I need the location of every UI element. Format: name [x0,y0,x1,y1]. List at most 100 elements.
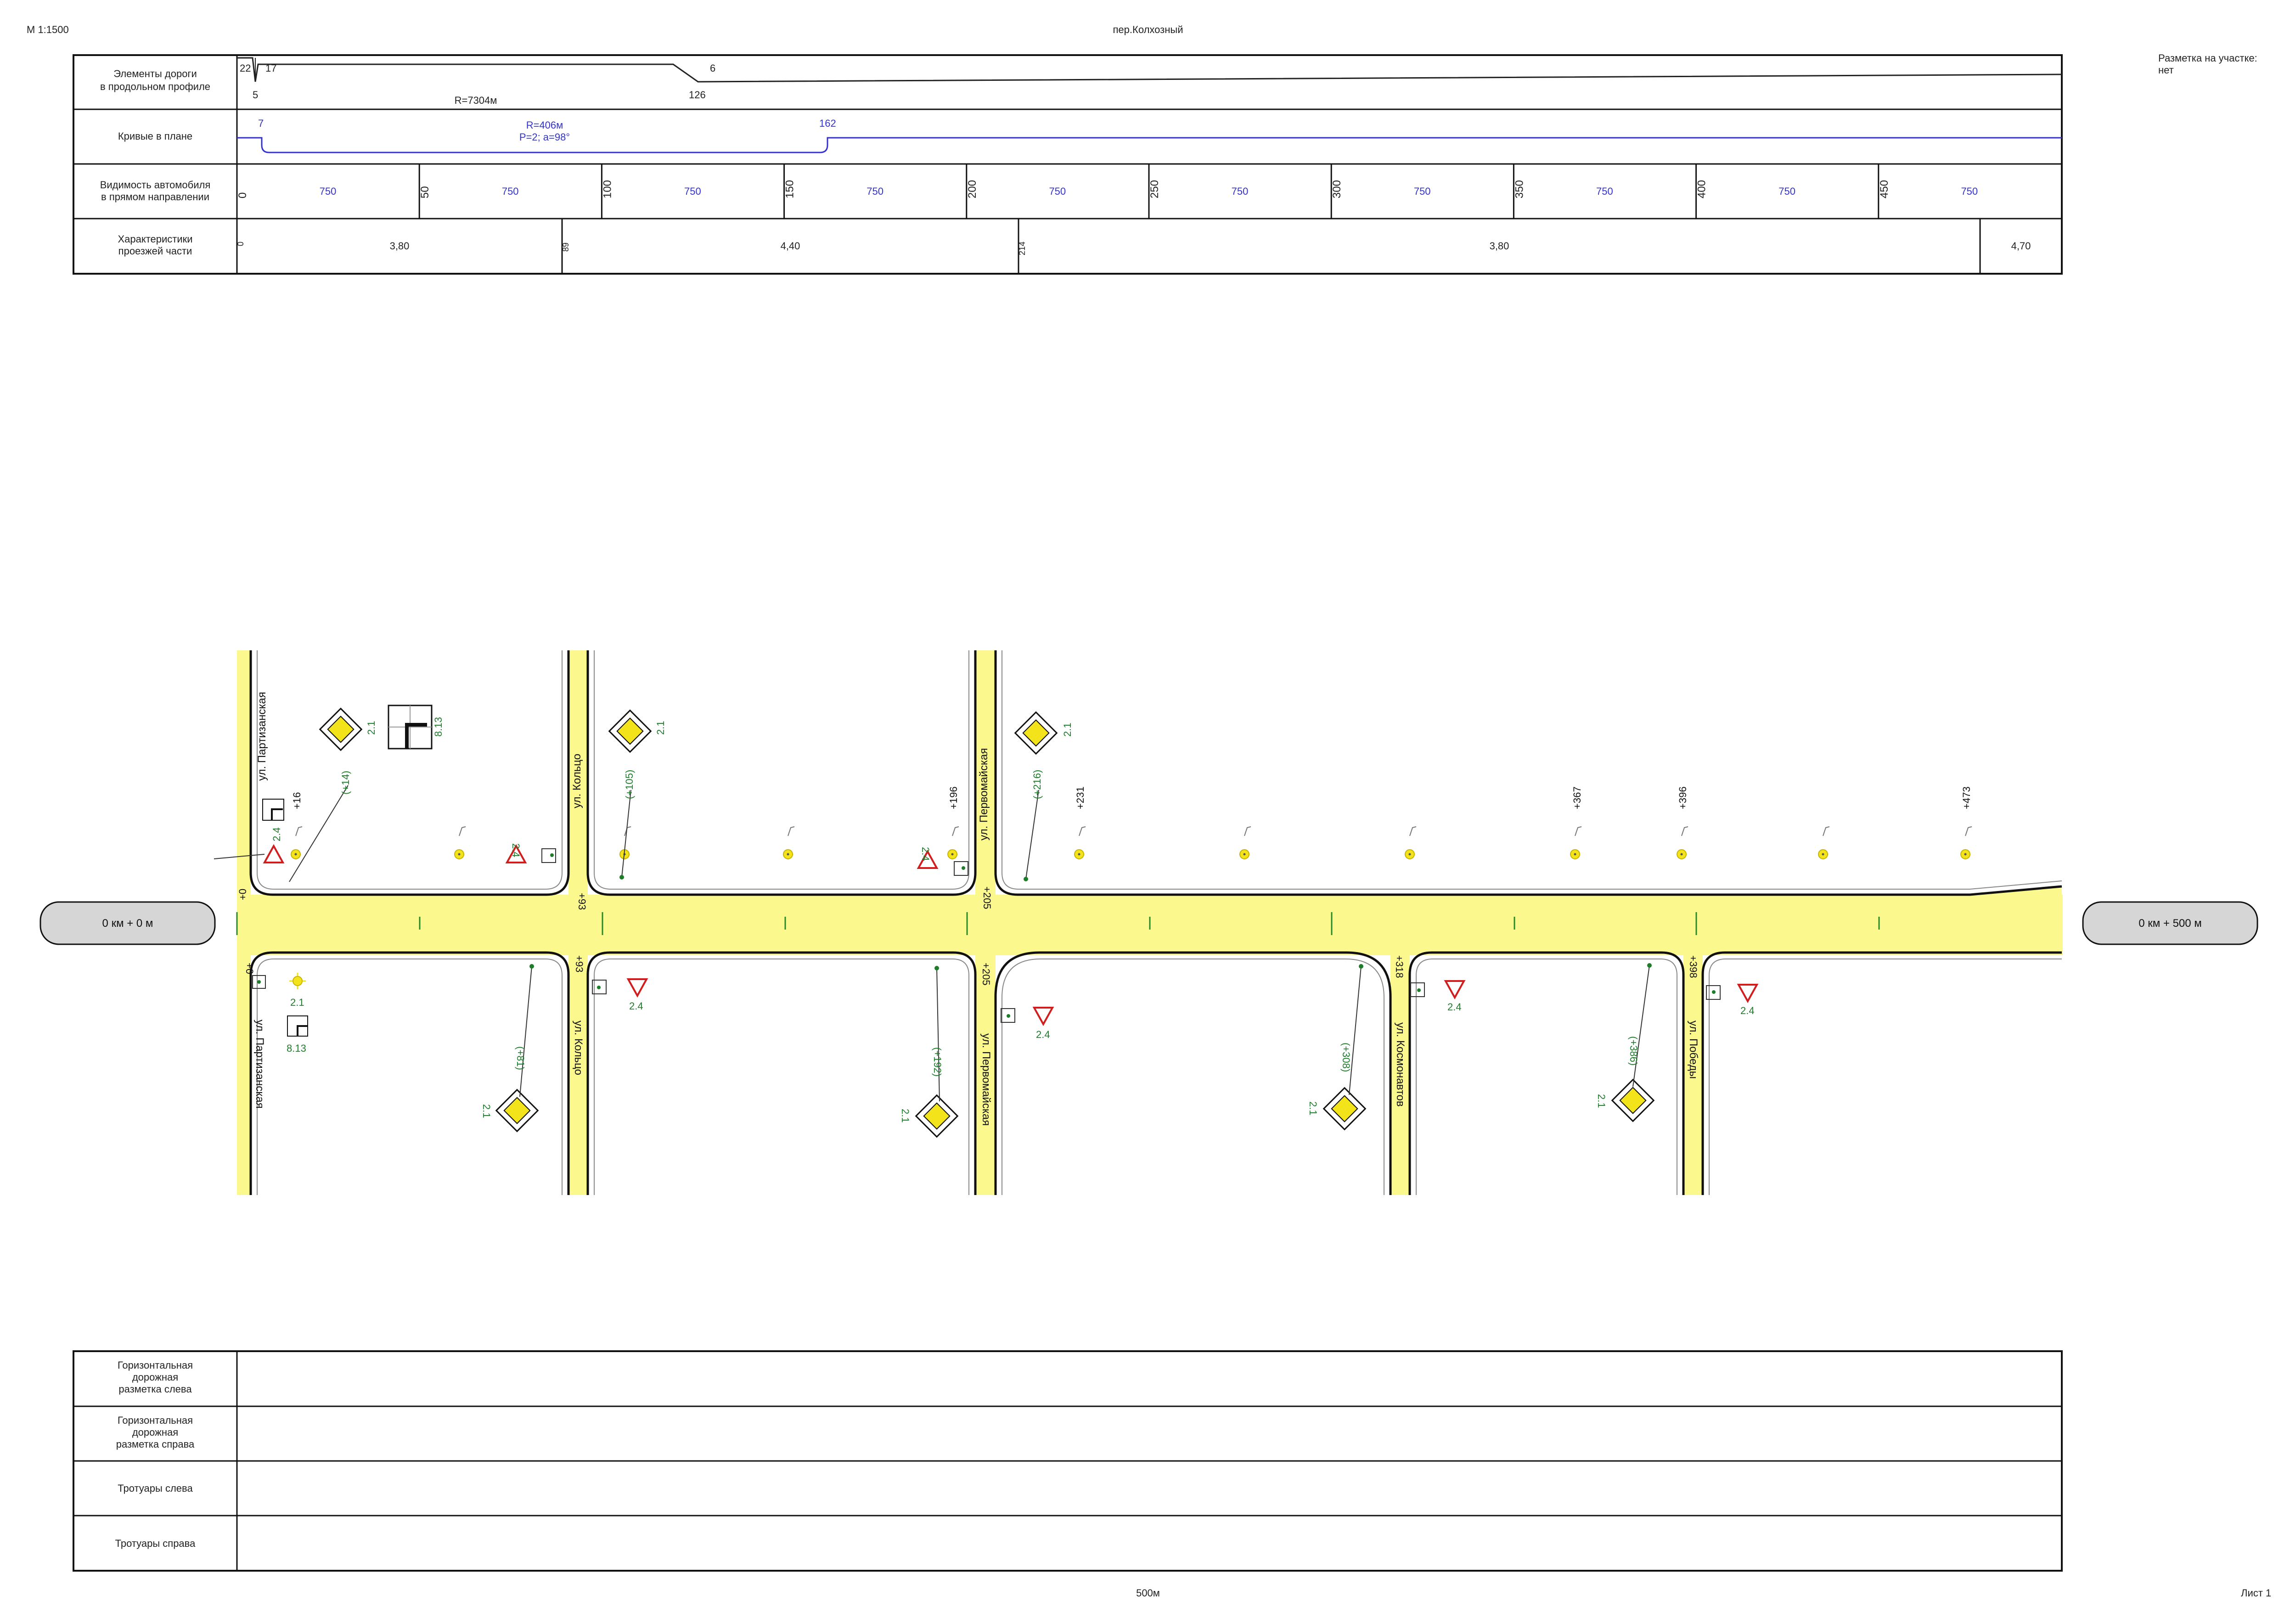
street-koltso-top: ул. Кольцо [571,754,583,808]
picket-396: +396 [1677,786,1688,809]
code-2-4-g: 2.4 [1740,1005,1755,1016]
visibility-value: 750 [1049,186,1066,197]
picket-473: +473 [1961,786,1972,809]
profile-label-1: Элементы дороги [113,68,197,79]
bottom-table [73,1350,2063,1572]
visibility-picket: 50 [419,186,431,198]
curve-end: 162 [819,118,836,129]
marking-value: нет [2158,64,2174,76]
code-2-1-a: 2.1 [366,721,377,735]
carriageway-label-2: проезжей части [118,245,192,257]
picket-367: +367 [1571,786,1583,809]
visibility-row: Видимость автомобиля в прямом направлени… [100,164,1978,219]
sign-ref-192: (+192) [932,1047,943,1077]
light-pole-center [1680,853,1683,856]
code-2-1-c: 2.1 [1062,722,1073,737]
light-arm [952,826,959,836]
sign-ref-308: (+308) [1340,1043,1352,1072]
footer-sheet: Лист 1 [2241,1587,2271,1599]
light-pole-center [1408,853,1411,856]
road-title: пер.Колхозный [1113,24,1183,35]
light-pole-center [458,853,461,856]
bt-row2-l1: Горизонтальная [118,1415,193,1426]
sign-ref-386: (+386) [1628,1036,1639,1066]
start-box: 0 км + 0 м [39,901,216,945]
end-box: 0 км + 500 м [2082,901,2258,945]
profile-label-2: в продольном профиле [100,81,210,92]
code-8-13-a: 8.13 [433,717,444,737]
visibility-value: 750 [1414,186,1431,197]
light-pole-center [1574,853,1576,856]
visibility-picket: 300 [1331,180,1343,198]
give-way-sign-5 [1032,1007,1054,1026]
visibility-label-2: в прямом направлении [101,191,209,203]
carriageway-label-1: Характеристики [118,233,192,245]
code-2-4-f: 2.4 [1447,1001,1462,1013]
street-names: ул. Партизанская ул. Кольцо ул. Первомай… [253,692,1699,1126]
sign-ref-14: (+14) [340,771,351,795]
main-road-sign-2 [608,709,652,753]
light-arm [1823,826,1830,836]
street-kosmonavtov: ул. Космонавтов [1394,1022,1407,1107]
visibility-picket: 350 [1513,180,1525,198]
plate-8-13-small-bottom [287,1015,308,1037]
visibility-picket: 0 [236,192,249,198]
picket-205-bottom: +205 [980,963,992,986]
light-pole-center [787,853,789,856]
profile-n6: 6 [710,62,715,74]
road-edges [249,650,2062,1195]
code-2-1-e: 2.1 [481,1104,492,1118]
code-2-4-e: 2.4 [1036,1029,1050,1040]
visibility-picket: 450 [1878,180,1891,198]
profile-n126: 126 [689,89,706,101]
profile-radius: R=7304м [455,95,497,106]
light-pole-center [1078,853,1080,856]
visibility-value: 750 [867,186,884,197]
code-8-13-b: 8.13 [287,1043,306,1054]
main-road-signs [319,707,1655,1138]
sign-refs: (+14) (+105) (+216) (+81) (+192) (+308) … [340,770,1639,1077]
carriageway-mark-214: 214 [1018,242,1027,255]
code-2-4-d: 2.4 [629,1000,643,1012]
code-2-4-c: 2.4 [920,847,931,861]
lamp-bottom-left [289,973,306,989]
visibility-picket: 250 [1148,180,1161,198]
main-road-sign-4 [495,1088,539,1133]
carriageway-row: Характеристики проезжей части 0 89 214 3… [118,219,2031,274]
sign-ref-81: (+81) [515,1046,526,1070]
light-pole-center [951,853,954,856]
picket-196: +196 [948,786,959,809]
carriageway-mark-89: 89 [561,242,570,252]
bottom-table-labels: Горизонтальная дорожная разметка слева Г… [115,1359,196,1549]
picket-93-top: +93 [576,893,588,910]
main-road-sign-1 [319,707,363,751]
carriageway-width-2: 4,40 [781,240,800,252]
curve-params: P=2; a=98° [519,131,570,143]
profile-n17: 17 [265,62,276,74]
give-way-sign-6 [1444,980,1466,1000]
visibility-value: 750 [320,186,337,197]
marking-label: Разметка на участке: [2158,52,2257,64]
top-table [73,54,2063,275]
street-pervomayskaya-bottom: ул. Первомайская [980,1033,992,1126]
sign-codes: 2.1 2.1 2.1 8.13 2.4 2.4 2.4 2.1 8.13 2.… [271,717,1755,1122]
profile-n22: 22 [240,62,251,74]
road-pickets: +0 +0 +93 +93 +205 +205 +318 +398 [237,886,1699,986]
code-2-1-b: 2.1 [655,721,666,735]
sign-ref-216: (+216) [1031,770,1043,799]
give-way-sign-4 [626,978,648,998]
carriageway-width-4: 4,70 [2011,240,2031,252]
start-box-label: 0 км + 0 м [102,917,153,930]
picket-16: +16 [291,792,303,809]
give-way-sign-7 [1737,984,1759,1004]
code-2-1-h: 2.1 [1596,1094,1607,1108]
top-pickets: +16 +196 +231 +367 +396 +473 [291,786,1972,809]
visibility-value: 750 [1778,186,1795,197]
support-dots [257,853,1716,1018]
code-2-1-d: 2.1 [290,997,304,1008]
sidewalk-lines [257,650,2062,1195]
street-pobedy: ул. Победы [1687,1021,1699,1079]
light-pole-center [1243,853,1246,856]
light-poles [291,826,1972,859]
